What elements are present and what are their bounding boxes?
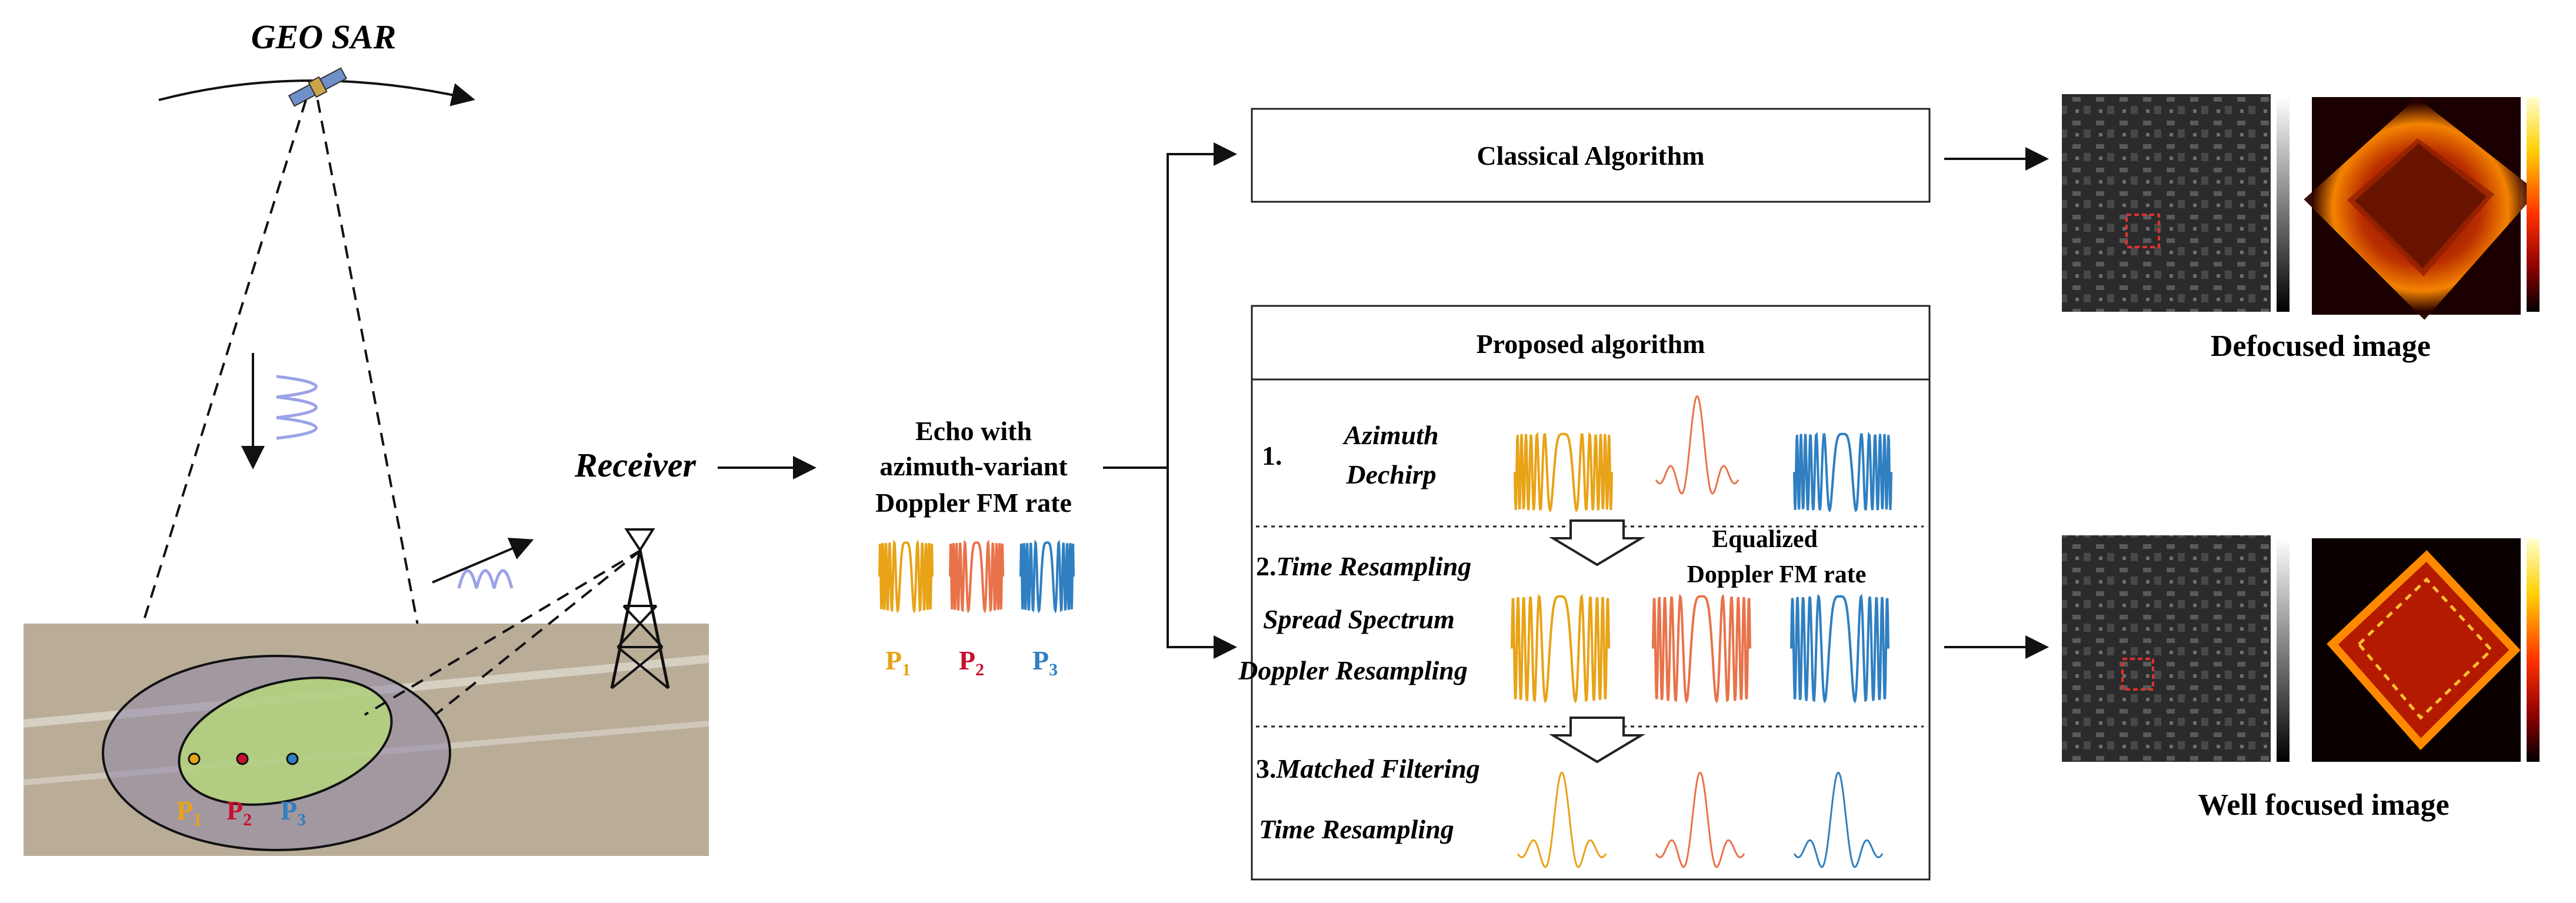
satellite-icon (288, 67, 348, 107)
classical-algorithm-title: Classical Algorithm (1477, 141, 1704, 171)
defocused-sar-image (2062, 94, 2271, 312)
chirp-waveform (1793, 432, 1892, 513)
step3-line2: Time Resampling (1259, 814, 1454, 844)
step2-chirp-yellow (1511, 594, 1610, 704)
receiver-label: Receiver (574, 446, 697, 484)
step2-chirp-blue (1790, 594, 1889, 704)
step2-line1: 2.Time Resampling (1256, 551, 1471, 581)
classical-algorithm-box (1251, 108, 1931, 203)
focused-image-panel: Well focused image (2062, 535, 2540, 822)
focused-hot-colorbar (2527, 538, 2540, 762)
equalized-line1: Equalized (1712, 526, 1818, 553)
step3-sinc-blue (1793, 771, 1884, 868)
beam-line-left (111, 99, 307, 724)
chirp-waveform (1652, 594, 1751, 704)
echo-line-2: azimuth-variant (879, 451, 1068, 481)
orbit-arc (158, 79, 475, 106)
satellite-scene: GEO SAR P1 P2 P3 (23, 18, 817, 856)
chirp-waveform (1514, 432, 1613, 513)
sinc-waveform (1655, 771, 1745, 868)
echo-chirp-p1 (878, 539, 934, 614)
equalized-line2: Doppler FM rate (1687, 561, 1867, 588)
transmit-wave-icon (276, 375, 318, 440)
chirp-waveform (1511, 594, 1610, 704)
defocused-image-panel: Defocused image (2062, 94, 2540, 363)
scene-label-p2: P2 (226, 795, 252, 829)
echo-chirp-p2 (949, 539, 1004, 614)
branch-to-proposed-arrow (1167, 468, 1237, 659)
sinc-waveform (1655, 395, 1739, 495)
focused-gray-colorbar (2277, 538, 2290, 762)
echo-label-p3: P3 (1032, 645, 1058, 679)
scene-label-p1: P1 (176, 795, 202, 829)
chirp-waveform (1019, 539, 1075, 614)
step3-sinc-orange (1655, 771, 1745, 868)
footprint-inner (178, 677, 393, 806)
proposed-algorithm-title: Proposed algorithm (1477, 329, 1705, 359)
focused-sar-image (2062, 535, 2271, 762)
step1-sinc-orange (1655, 395, 1739, 495)
step1-down-arrow-icon (1548, 519, 1646, 567)
chirp-waveform (878, 539, 934, 614)
step3-line1: 3.Matched Filtering (1256, 754, 1480, 784)
step1-number: 1. (1262, 441, 1282, 471)
defocused-gray-colorbar (2277, 97, 2290, 312)
defocused-caption: Defocused image (2211, 329, 2431, 363)
point-p3-marker (286, 752, 299, 765)
echo-label-p2: P2 (959, 645, 984, 679)
echo-block: Echo with azimuth-variant Doppler FM rat… (875, 416, 1075, 679)
step1-chirp-blue (1793, 432, 1892, 513)
echo-wave-icon (457, 569, 514, 589)
echo-line-1: Echo with (915, 416, 1032, 446)
point-p1-marker (188, 752, 201, 765)
echo-label-p1: P1 (885, 645, 911, 679)
scene-label-p3: P3 (281, 795, 306, 829)
step2-chirp-orange (1652, 594, 1751, 704)
echo-line-3: Doppler FM rate (875, 488, 1072, 518)
branch-to-classical-arrow (1167, 142, 1237, 468)
proposed-algorithm-box (1251, 305, 1931, 881)
step1-chirp-yellow (1514, 432, 1613, 513)
step1-line2: Dechirp (1345, 459, 1436, 489)
chirp-waveform (949, 539, 1004, 614)
step2-line2: Spread Spectrum (1263, 604, 1455, 634)
step3-sinc-yellow (1517, 771, 1607, 868)
point-p2-marker (236, 752, 249, 765)
echo-chirp-p3 (1019, 539, 1075, 614)
step2-line3: Doppler Resampling (1238, 655, 1468, 685)
focused-caption: Well focused image (2198, 788, 2450, 822)
chirp-waveform (1790, 594, 1889, 704)
geo-sar-label: GEO SAR (251, 18, 396, 56)
receiver-tower-icon (610, 528, 670, 689)
sinc-waveform (1517, 771, 1607, 868)
sinc-waveform (1793, 771, 1884, 868)
defocused-hot-colorbar (2527, 97, 2540, 312)
echo-arrow (432, 538, 534, 584)
step2-down-arrow-icon (1548, 717, 1646, 764)
step1-line1: Azimuth (1342, 420, 1438, 450)
